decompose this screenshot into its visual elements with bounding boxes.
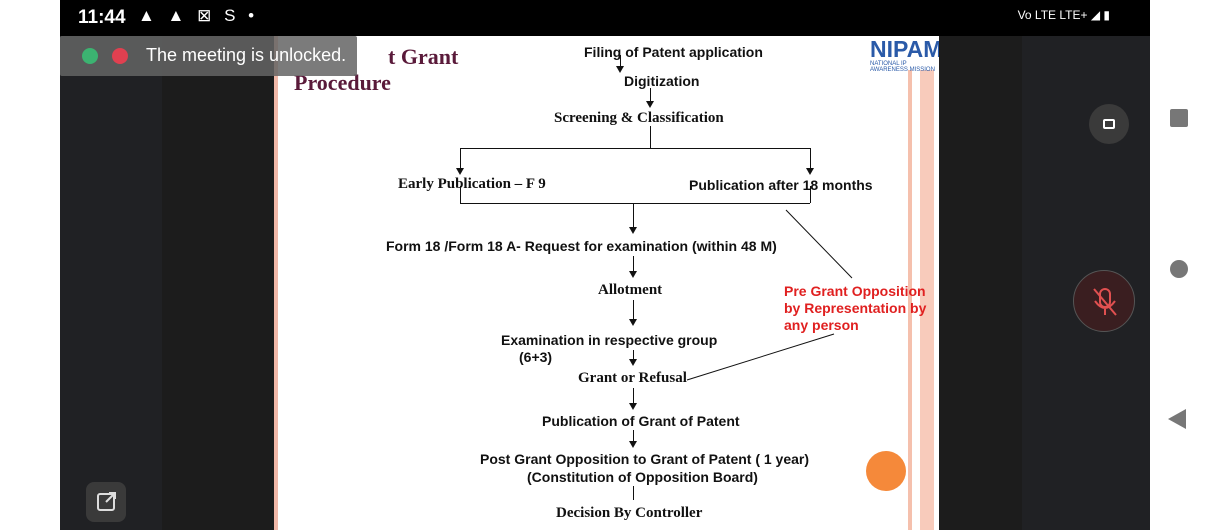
connector <box>633 256 634 274</box>
right-panel <box>1022 0 1150 530</box>
arrow-head <box>629 319 637 326</box>
mic-muted-icon <box>112 48 128 64</box>
merge-left <box>460 186 461 203</box>
step-publication-18: Publication after 18 months <box>689 177 873 193</box>
arrow-head <box>629 227 637 234</box>
status-right-icons: Vo LTE LTE+ ◢ ▮ <box>1017 8 1110 22</box>
pre-grant-note: Pre Grant Opposition by Representation b… <box>784 283 926 334</box>
shared-slide: t Grant Procedure NIPAM NATIONAL IP AWAR… <box>274 0 939 530</box>
toast-message: The meeting is unlocked. <box>146 45 347 65</box>
connector <box>633 350 634 362</box>
step-publication-grant: Publication of Grant of Patent <box>542 413 740 429</box>
slide-left-stripe <box>274 0 278 530</box>
stop-share-button[interactable] <box>1089 104 1129 144</box>
arrow-head <box>629 271 637 278</box>
open-external-button[interactable] <box>86 482 126 522</box>
arrow-head <box>629 403 637 410</box>
nipam-logo-subtitle: NATIONAL IP AWARENESS MISSION <box>870 61 935 73</box>
step-filing: Filing of Patent application <box>584 44 763 60</box>
connector <box>633 430 634 444</box>
open-external-icon <box>97 492 116 511</box>
arrow-head <box>456 168 464 175</box>
slide-title-line1: t Grant <box>388 44 459 69</box>
step-digitization: Digitization <box>624 73 700 89</box>
connector <box>633 388 634 406</box>
stop-share-icon <box>1103 119 1115 129</box>
branch-left <box>460 148 461 170</box>
connector <box>633 204 634 230</box>
home-button[interactable] <box>1170 260 1188 278</box>
signal-icon <box>82 48 98 64</box>
step-examination: Examination in respective group <box>501 332 718 348</box>
connector <box>650 88 651 104</box>
recents-button[interactable] <box>1170 109 1188 127</box>
pre-grant-line2: by Representation by <box>784 300 927 316</box>
pre-grant-line1: Pre Grant Opposition <box>784 283 926 299</box>
nipam-logo: NIPAM <box>870 36 939 62</box>
connector <box>633 486 634 500</box>
step-post-grant: Post Grant Opposition to Grant of Patent… <box>480 451 810 467</box>
arrow-head <box>616 66 624 73</box>
meeting-toast: The meeting is unlocked. <box>60 36 357 76</box>
merge-right <box>810 186 811 203</box>
status-time: 11:44 <box>78 7 126 28</box>
pre-grant-line3: any person <box>784 317 859 333</box>
left-panel <box>60 0 162 530</box>
step-examination-sub: (6+3) <box>519 349 553 365</box>
step-form18: Form 18 /Form 18 A- Request for examinat… <box>386 238 777 254</box>
status-left-icons: ▲ ▲ ⊠ S • <box>138 6 259 25</box>
step-screening: Screening & Classification <box>554 110 724 126</box>
step-constitution: (Constitution of Opposition Board) <box>527 469 758 485</box>
status-bar: 11:44 ▲ ▲ ⊠ S • Vo LTE LTE+ ◢ ▮ <box>60 0 1150 36</box>
arrow-head <box>629 441 637 448</box>
connector <box>633 300 634 322</box>
slide-right-stripe-wide <box>920 70 934 530</box>
step-allotment: Allotment <box>598 282 663 298</box>
step-early-publication: Early Publication – F 9 <box>398 176 546 192</box>
connector <box>650 126 651 148</box>
mic-toggle-button[interactable] <box>1073 270 1135 332</box>
back-button[interactable] <box>1168 409 1186 429</box>
arrow-head <box>646 101 654 108</box>
connector <box>620 55 621 69</box>
step-grant-refusal: Grant or Refusal <box>578 370 687 386</box>
branch-right <box>810 148 811 170</box>
arrow-head <box>806 168 814 175</box>
branch-top <box>460 148 810 149</box>
diagonal-connectors <box>686 209 853 381</box>
slide-right-stripe <box>908 70 912 530</box>
mic-off-icon <box>1093 288 1117 316</box>
presenter-pointer <box>866 451 906 491</box>
step-decision: Decision By Controller <box>556 505 703 521</box>
arrow-head <box>629 359 637 366</box>
merge-bottom <box>460 203 810 204</box>
